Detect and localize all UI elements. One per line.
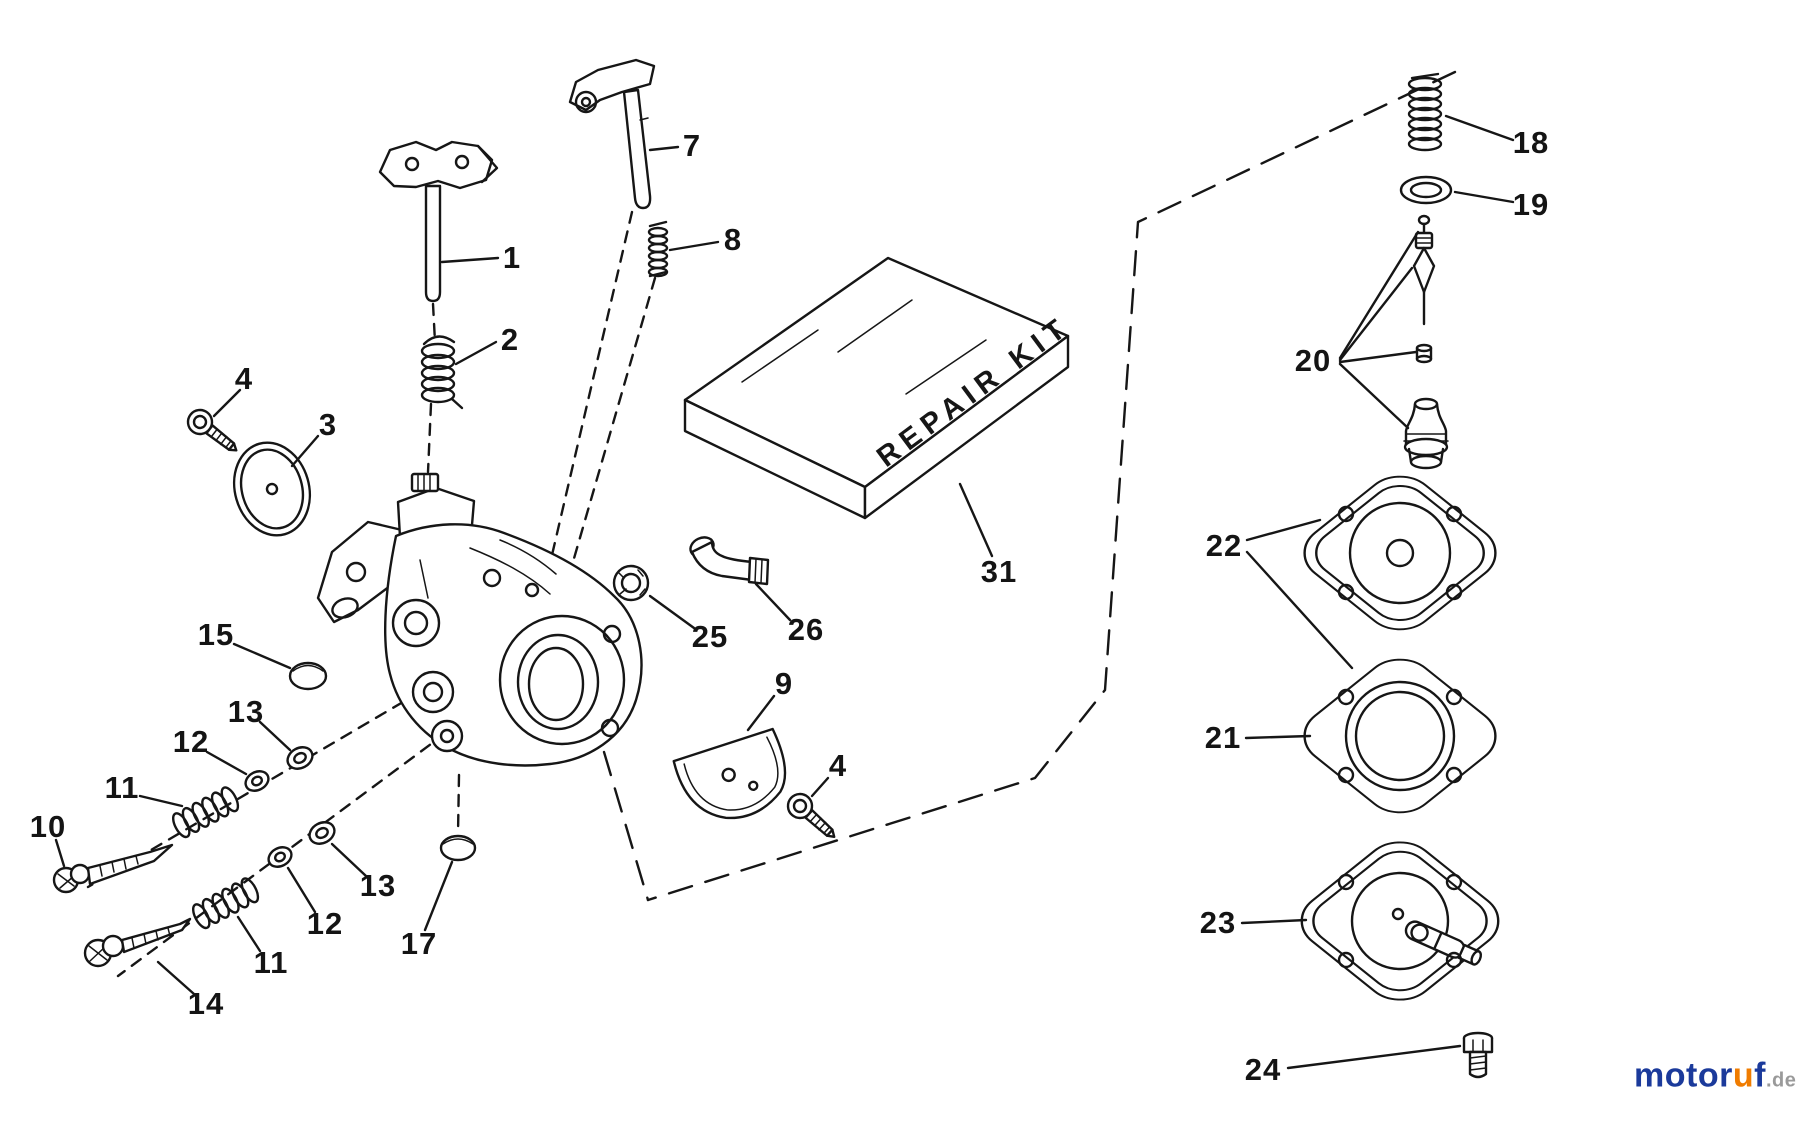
callout-1: 1 <box>502 240 522 275</box>
callout-11-lower: 11 <box>253 945 289 980</box>
callout-17: 17 <box>400 926 438 961</box>
part-7-choke-lever-shaft <box>568 58 656 210</box>
part-11-spring-upper <box>171 786 240 839</box>
part-22-gasket-upper <box>1303 475 1497 631</box>
callout-12-lower: 12 <box>306 906 344 941</box>
part-12-packing-lower <box>267 846 293 868</box>
leader-lines <box>54 114 1515 1070</box>
part-11-spring-lower <box>191 877 260 930</box>
callout-18: 18 <box>1512 125 1550 160</box>
part-13-washer-upper <box>286 746 314 770</box>
callout-10: 10 <box>29 809 67 844</box>
callout-21: 21 <box>1204 720 1242 755</box>
callout-4-upper: 4 <box>234 361 254 396</box>
part-9-cover-plate <box>672 727 787 820</box>
part-15-welch-plug <box>288 661 328 691</box>
part-10-needle-screw <box>52 843 174 894</box>
callout-15: 15 <box>197 617 235 652</box>
callout-24: 24 <box>1244 1052 1282 1087</box>
callout-12-upper: 12 <box>172 724 210 759</box>
callout-13-upper: 13 <box>227 694 265 729</box>
part-26-elbow-fitting <box>689 536 770 586</box>
part-13-washer-lower <box>308 821 336 845</box>
callout-19: 19 <box>1512 187 1550 222</box>
callout-20: 20 <box>1294 343 1332 378</box>
part-1-throttle-lever-shaft <box>378 140 499 303</box>
boundary-dashed-lines <box>602 70 1457 902</box>
part-2-spring <box>420 335 464 410</box>
part-21-gasket-middle <box>1303 658 1497 814</box>
part-4-screw-right <box>786 792 836 838</box>
callout-7: 7 <box>682 128 702 163</box>
callout-31: 31 <box>980 554 1018 589</box>
part-17-cup-plug <box>439 834 477 862</box>
callout-8: 8 <box>723 222 743 257</box>
watermark-text-motor: motor <box>1634 1056 1733 1095</box>
callout-23: 23 <box>1199 905 1237 940</box>
part-23-diaphragm-cover <box>1300 841 1500 1001</box>
carburetor-body <box>316 472 643 767</box>
repair-kit-box: REPAIR KIT <box>683 256 1077 520</box>
part-18-spring <box>1407 72 1443 152</box>
motoruf-watermark: motoruf.de <box>1634 1057 1796 1096</box>
callout-2: 2 <box>500 322 520 357</box>
watermark-text-f: f <box>1754 1056 1766 1095</box>
watermark-text-u: u <box>1732 1056 1755 1095</box>
part-20-inlet-needle-and-seat <box>1403 214 1449 470</box>
callout-11-upper: 11 <box>104 770 140 805</box>
part-25-bushing <box>612 564 650 602</box>
watermark-text-de: .de <box>1765 1069 1797 1092</box>
part-4-screw-upper <box>186 408 238 452</box>
part-12-packing-upper <box>244 770 270 792</box>
callout-22: 22 <box>1205 528 1243 563</box>
part-24-screw <box>1462 1031 1494 1079</box>
part-8-spring <box>647 220 669 278</box>
part-19-washer <box>1399 175 1453 205</box>
callout-9: 9 <box>774 666 794 701</box>
callout-14: 14 <box>187 986 225 1021</box>
part-14-needle-screw-lower <box>83 917 192 968</box>
callout-3: 3 <box>318 407 338 442</box>
callout-25: 25 <box>691 619 729 654</box>
callout-4-right: 4 <box>828 748 848 783</box>
callout-26: 26 <box>787 612 825 647</box>
callout-13-lower: 13 <box>359 868 397 903</box>
